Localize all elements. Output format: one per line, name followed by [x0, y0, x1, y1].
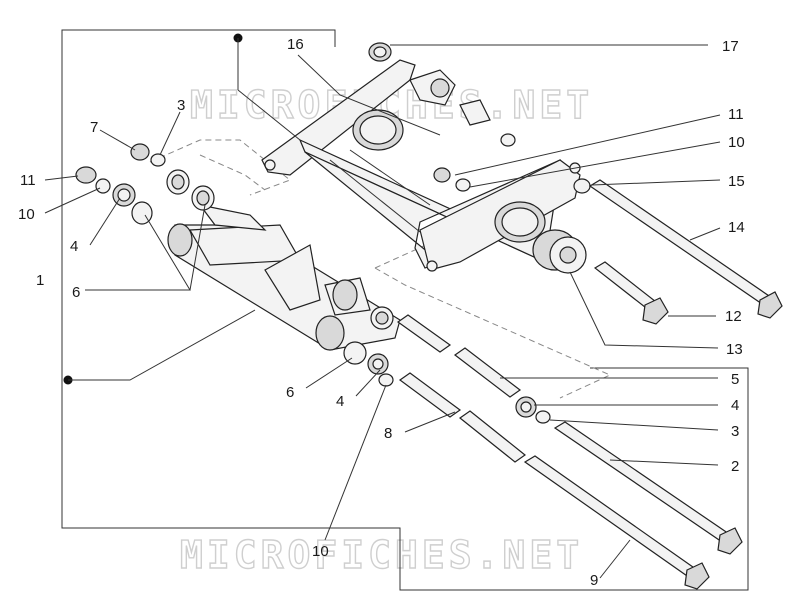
callout-4: 4	[336, 393, 344, 410]
callout-4: 4	[731, 397, 739, 414]
washer-10-left	[95, 178, 111, 194]
washer-10-right	[455, 178, 471, 192]
bolt-9	[523, 455, 710, 590]
callout-9: 9	[590, 572, 598, 589]
callout-2: 2	[731, 458, 739, 475]
nut-7	[130, 143, 150, 161]
washer-4-left	[112, 183, 136, 207]
spacer-5	[396, 314, 522, 398]
callout-6: 6	[286, 384, 294, 401]
nut-11-right	[433, 167, 451, 183]
bushings-16	[459, 99, 516, 147]
callout-labels: 17 16 11 10 15 14 12 13 5 4 3 2 9 10 8 4…	[18, 36, 745, 589]
callout-10: 10	[18, 206, 35, 223]
leader-lines	[44, 38, 721, 579]
callout-8: 8	[384, 425, 392, 442]
callout-11: 11	[20, 172, 36, 189]
washer-15	[573, 178, 591, 194]
callout-16: 16	[287, 36, 304, 53]
callout-3: 3	[177, 97, 185, 114]
callout-15: 15	[728, 173, 745, 190]
callout-13: 13	[726, 341, 743, 358]
washer-4-lower	[367, 353, 389, 375]
callout-11: 11	[728, 106, 744, 123]
washer-3-right	[535, 410, 551, 424]
nut-17	[368, 42, 392, 62]
callout-5: 5	[731, 371, 739, 388]
bolt-12	[593, 261, 669, 325]
spacer-8	[398, 372, 527, 463]
watermark-bottom: MICROFICHES.NET	[180, 533, 583, 577]
callout-10: 10	[312, 543, 329, 560]
washer-3-left	[150, 153, 166, 167]
callout-6: 6	[72, 284, 80, 301]
callout-14: 14	[728, 219, 745, 236]
callout-17: 17	[722, 38, 739, 55]
nut-11-left	[75, 166, 97, 184]
silent-block-13	[532, 229, 587, 274]
bolt-14	[588, 179, 783, 319]
callout-1: 1	[36, 272, 44, 289]
swingarm-frame	[261, 59, 581, 272]
washer-10-lower	[378, 373, 394, 387]
bushing-6-lower-b	[343, 341, 367, 365]
bushing-6-left-b	[191, 185, 215, 211]
main-arm	[167, 204, 401, 351]
bushing-6-lower-a	[370, 306, 394, 330]
bolt-2	[553, 421, 743, 555]
callout-3: 3	[731, 423, 739, 440]
callout-4: 4	[70, 238, 78, 255]
washer-4-right	[515, 396, 537, 418]
bushing-6-left-a	[166, 169, 190, 195]
callout-12: 12	[725, 308, 742, 325]
callout-10: 10	[728, 134, 745, 151]
callout-7: 7	[90, 119, 98, 136]
